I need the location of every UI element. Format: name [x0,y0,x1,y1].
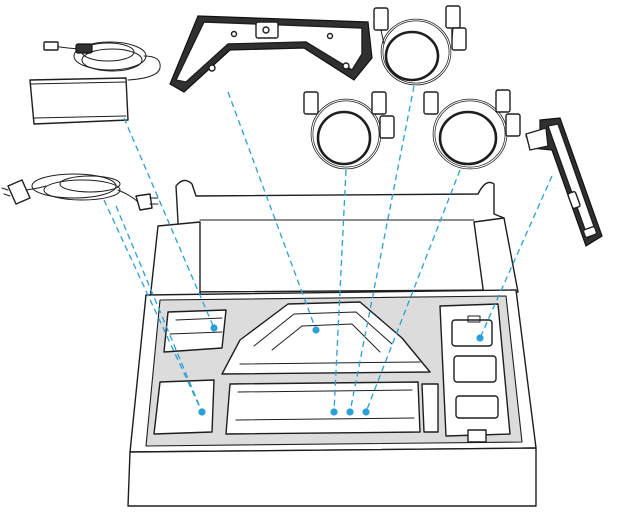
leader-line-cable-middle-left [333,169,347,413]
cable-top-icon [373,5,467,86]
adapter-block [29,77,129,125]
leader-endpoint-dot [362,408,370,416]
tray-adapter-slot [163,309,227,353]
leader-line-cable-middle-right [365,169,461,413]
leader-line-power-cord [103,199,203,413]
cable-middle-left-icon [303,91,395,170]
tray-stand-cavity [221,301,431,375]
leader-endpoint-dot [330,408,338,416]
stand-base-icon [169,15,373,93]
leader-lines [103,85,553,416]
leader-line-power-cord [115,205,203,413]
leader-endpoint-dot [198,408,206,416]
cable-middle-right-icon [423,89,521,170]
leader-line-stand-base [227,91,317,331]
leader-line-power-adapter [123,117,215,329]
leader-endpoint-dot [210,324,218,332]
leader-endpoint-dot [346,408,354,416]
power-cord-icon [1,173,159,211]
leader-endpoint-dot [312,326,320,334]
tray-cord-slot [153,379,215,435]
bracket-icon [525,117,603,247]
box-lid-left-flap [149,221,201,301]
box-lid [175,179,505,293]
box-front-face [127,447,537,507]
foam-tray [145,295,523,447]
leader-endpoint-dot [476,334,484,342]
power-adapter-icon [29,41,161,125]
leader-line-cable-top [349,85,415,413]
